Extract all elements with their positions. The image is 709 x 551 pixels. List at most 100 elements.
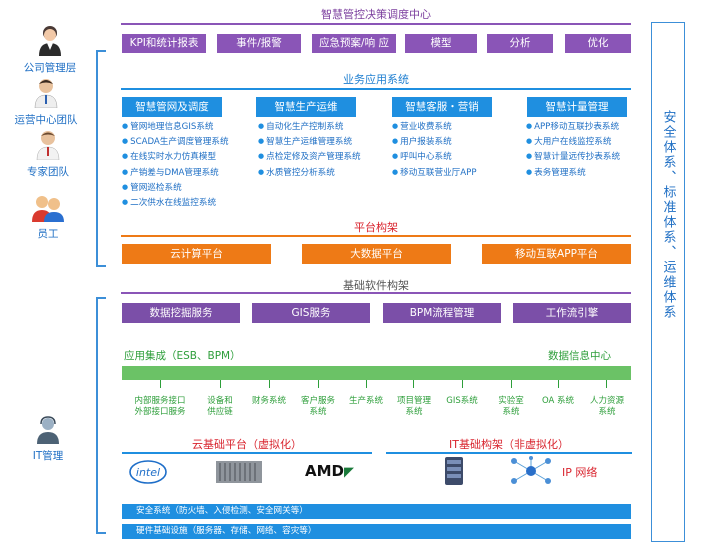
amd-logo-text: AMD bbox=[305, 462, 344, 480]
software-item-datamining: 数据挖掘服务 bbox=[122, 303, 240, 323]
list-item: 产销差与DMA管理系统 bbox=[122, 165, 252, 180]
platform-title: 平台构架 bbox=[354, 221, 398, 234]
list-item: 二次供水在线监控系统 bbox=[122, 195, 252, 210]
system-customer: 客户服务 系统 bbox=[300, 396, 335, 417]
role-staff: 员工 bbox=[8, 194, 88, 241]
bus-tick bbox=[220, 380, 221, 388]
software-title: 基础软件构架 bbox=[343, 279, 409, 292]
decision-item-emergency: 应急预案/响 应 bbox=[312, 34, 396, 53]
person-icon bbox=[39, 26, 61, 56]
person-headset-icon bbox=[37, 416, 59, 444]
cloud-title: 云基础平台（虚拟化） bbox=[192, 438, 302, 451]
bracket-top-cap-bottom bbox=[96, 265, 106, 267]
list-item: 管网巡检系统 bbox=[122, 180, 252, 195]
amd-logo: AMD◤ bbox=[305, 462, 354, 480]
list-item: 自动化生产控制系统 bbox=[258, 119, 388, 134]
list-item: 管网地理信息GIS系统 bbox=[122, 119, 252, 134]
storage-server-icon bbox=[443, 456, 465, 486]
software-item-gis: GIS服务 bbox=[252, 303, 370, 323]
bracket-top-cap bbox=[96, 50, 106, 52]
bracket-bottom-cap bbox=[96, 297, 106, 299]
decision-center-title: 智慧管控决策调度中心 bbox=[321, 8, 431, 21]
amd-arrow-icon: ◤ bbox=[344, 465, 354, 480]
business-header-production: 智慧生产运维 bbox=[256, 97, 356, 117]
integration-right-label: 数据信息中心 bbox=[548, 350, 611, 362]
system-lab: 实验室 系统 bbox=[498, 396, 524, 417]
list-item: SCADA生产调度管理系统 bbox=[122, 134, 252, 149]
list-item: 营业收费系统 bbox=[392, 119, 522, 134]
bus-tick bbox=[413, 380, 414, 388]
bus-tick bbox=[269, 380, 270, 388]
it-infra-line bbox=[386, 452, 632, 454]
business-header-metering: 智慧计量管理 bbox=[527, 97, 627, 117]
business-list-production: 自动化生产控制系统 智慧生产运维管理系统 点检定修及资产管理系统 水质管控分析系… bbox=[258, 119, 388, 180]
list-item: 在线实时水力仿真模型 bbox=[122, 149, 252, 164]
business-list-pipe-network: 管网地理信息GIS系统 SCADA生产调度管理系统 在线实时水力仿真模型 产销差… bbox=[122, 119, 252, 210]
ip-network-label: IP 网络 bbox=[562, 466, 598, 479]
it-infra-title: IT基础构架（非虚拟化） bbox=[449, 438, 569, 451]
person-icon bbox=[36, 131, 60, 161]
list-item: 大用户在线监控系统 bbox=[526, 134, 646, 149]
business-header-customer: 智慧客服・营销 bbox=[392, 97, 492, 117]
decision-item-kpi: KPI和统计报表 bbox=[122, 34, 206, 53]
bus-tick bbox=[606, 380, 607, 388]
list-item: 移动互联营业厅APP bbox=[392, 165, 522, 180]
business-line bbox=[121, 88, 631, 90]
integration-left-label: 应用集成（ESB、BPM） bbox=[124, 350, 241, 362]
decision-item-model: 模型 bbox=[405, 34, 477, 53]
system-interface: 内部服务接口 外部接口服务 bbox=[134, 396, 186, 417]
list-item: 点检定修及资产管理系统 bbox=[258, 149, 388, 164]
security-system-bar bbox=[122, 504, 631, 519]
intel-logo: intel bbox=[128, 458, 168, 486]
list-item: 智慧生产运维管理系统 bbox=[258, 134, 388, 149]
decision-item-events: 事件/报警 bbox=[217, 34, 301, 53]
platform-line bbox=[121, 235, 631, 237]
list-item: 表务管理系统 bbox=[526, 165, 646, 180]
role-it: IT管理 bbox=[8, 416, 88, 463]
people-group-icon bbox=[32, 196, 64, 222]
decision-item-optimize: 优化 bbox=[565, 34, 631, 53]
intel-logo-text: intel bbox=[136, 466, 160, 479]
list-item: 呼叫中心系统 bbox=[392, 149, 522, 164]
list-item: 用户报装系统 bbox=[392, 134, 522, 149]
software-line bbox=[121, 292, 631, 294]
system-hr: 人力资源 系统 bbox=[589, 396, 624, 417]
business-header-pipe-network: 智慧管网及调度 bbox=[122, 97, 222, 117]
system-finance: 财务系统 bbox=[251, 396, 286, 406]
business-title: 业务应用系统 bbox=[343, 73, 409, 86]
bracket-bottom-cap-bottom bbox=[96, 532, 106, 534]
bracket-top-vertical bbox=[96, 50, 98, 265]
role-management: 公司管理层 bbox=[10, 24, 90, 75]
integration-bus-bar bbox=[122, 366, 631, 380]
bus-tick bbox=[160, 380, 161, 388]
decision-center-line bbox=[121, 23, 631, 25]
system-oa: OA 系统 bbox=[541, 396, 575, 406]
platform-item-cloud: 云计算平台 bbox=[122, 244, 271, 264]
ip-network-icon bbox=[508, 456, 554, 486]
system-gis: GIS系统 bbox=[446, 396, 478, 406]
role-expert-team: 专家团队 bbox=[8, 128, 88, 179]
decision-item-analysis: 分析 bbox=[487, 34, 553, 53]
bus-tick bbox=[558, 380, 559, 388]
role-operation-team: 运营中心团队 bbox=[6, 76, 86, 127]
bus-tick bbox=[318, 380, 319, 388]
security-system-label: 安全系统（防火墙、入侵检测、安全网关等） bbox=[136, 506, 308, 516]
hardware-label: 硬件基础设施（服务器、存储、网络、容灾等） bbox=[136, 526, 317, 536]
list-item: 智慧计量远传抄表系统 bbox=[526, 149, 646, 164]
standards-sidebar bbox=[651, 22, 685, 542]
platform-item-mobile: 移动互联APP平台 bbox=[482, 244, 631, 264]
list-item: 水质管控分析系统 bbox=[258, 165, 388, 180]
bus-tick bbox=[462, 380, 463, 388]
bracket-bottom-vertical bbox=[96, 297, 98, 533]
system-project: 项目管理 系统 bbox=[396, 396, 431, 417]
system-production: 生产系统 bbox=[348, 396, 383, 406]
system-equipment: 设备和 供应链 bbox=[207, 396, 233, 417]
bus-tick bbox=[366, 380, 367, 388]
server-rack-icon bbox=[214, 459, 264, 485]
sidebar-text: 安全体系、标准体系、运维体系 bbox=[660, 110, 676, 320]
business-list-metering: APP移动互联抄表系统 大用户在线监控系统 智慧计量远传抄表系统 表务管理系统 bbox=[526, 119, 646, 180]
platform-item-bigdata: 大数据平台 bbox=[302, 244, 451, 264]
standards-sidebar-text: 安全体系、标准体系、运维体系 bbox=[651, 110, 685, 320]
software-item-bpm: BPM流程管理 bbox=[383, 303, 501, 323]
business-list-customer: 营业收费系统 用户报装系统 呼叫中心系统 移动互联营业厅APP bbox=[392, 119, 522, 180]
